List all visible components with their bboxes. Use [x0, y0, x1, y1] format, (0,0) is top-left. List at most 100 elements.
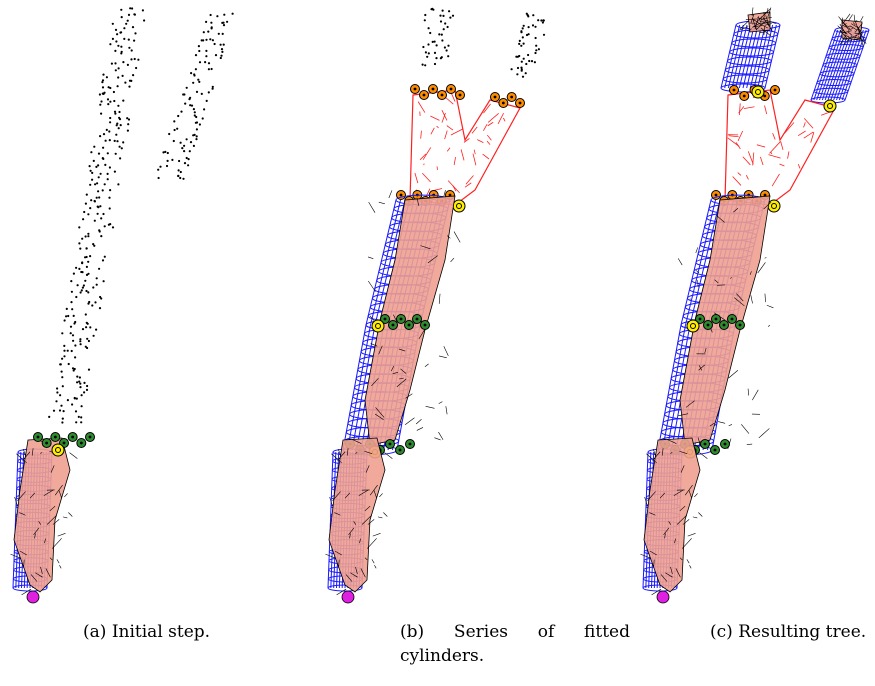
- scan-point: [183, 162, 187, 165]
- scan-point: [542, 33, 546, 36]
- surface-edge: [378, 201, 385, 205]
- scan-point: [78, 226, 81, 229]
- caption-c-prefix: (c): [710, 622, 733, 642]
- surface-edge: [854, 20, 858, 22]
- scan-point: [128, 79, 132, 82]
- junction-marker-center: [398, 448, 402, 452]
- scan-point: [70, 301, 73, 304]
- scan-point: [48, 415, 51, 418]
- scan-point: [74, 320, 77, 324]
- scan-point: [91, 304, 94, 307]
- junction-marker-center: [763, 94, 767, 98]
- scan-point: [165, 164, 169, 168]
- scan-point: [80, 394, 83, 397]
- scan-point: [101, 189, 104, 192]
- surface-edge: [860, 16, 864, 22]
- surface-edge: [373, 490, 377, 498]
- scan-point: [189, 104, 192, 107]
- branch-edge: [441, 112, 446, 123]
- branch-left-tip: [738, 7, 777, 37]
- surface-edge: [754, 18, 759, 30]
- scan-point: [205, 99, 208, 102]
- scan-point: [61, 417, 64, 420]
- branch-edge: [732, 176, 742, 186]
- surface-edge: [670, 452, 673, 454]
- surface-edge: [680, 465, 685, 473]
- scan-point: [515, 55, 518, 58]
- surface-edge: [43, 489, 54, 496]
- branch-edge: [487, 113, 499, 123]
- surface-edge: [750, 295, 753, 304]
- seed-marker-inner: [755, 89, 761, 95]
- scan-point: [541, 21, 544, 24]
- scan-point: [133, 13, 136, 16]
- cylinder-generator: [689, 199, 721, 326]
- surface-edge: [839, 35, 847, 45]
- scan-point: [106, 152, 109, 155]
- branch-edge: [737, 130, 744, 142]
- surface-edge: [758, 428, 770, 439]
- surface-edge: [54, 484, 63, 496]
- scan-point: [120, 45, 123, 48]
- scan-point: [522, 42, 525, 45]
- junction-marker-center: [408, 442, 412, 446]
- caption-b: (b) Series of fitted cylinders.: [400, 620, 630, 668]
- branch-edge: [759, 156, 764, 166]
- scan-point: [83, 391, 86, 394]
- scan-point: [87, 213, 90, 216]
- scan-point: [187, 158, 190, 161]
- surface-edge: [379, 493, 383, 498]
- surface-edge: [438, 355, 447, 359]
- scan-point: [71, 334, 75, 337]
- surface-edge: [56, 559, 60, 564]
- surface-edge: [747, 28, 752, 31]
- scan-point: [52, 409, 56, 412]
- surface-edge: [368, 201, 376, 213]
- scan-point: [85, 265, 88, 268]
- scan-point: [106, 172, 109, 175]
- junction-marker-center: [763, 193, 767, 197]
- surface-edge: [733, 207, 739, 213]
- scan-point: [104, 163, 107, 166]
- scan-point: [421, 63, 424, 66]
- scan-point: [185, 138, 188, 141]
- scan-point: [135, 66, 138, 70]
- surface-edge: [68, 512, 73, 517]
- scan-point: [85, 247, 88, 250]
- scan-point: [441, 9, 444, 12]
- surface-edge: [841, 23, 847, 27]
- scan-point: [105, 128, 108, 131]
- scan-point: [81, 328, 85, 331]
- surface-edge: [768, 324, 771, 327]
- junction-marker-center: [415, 317, 419, 321]
- surface-edge: [19, 512, 26, 516]
- scan-point: [126, 19, 129, 22]
- scan-point: [141, 9, 144, 12]
- scan-point: [198, 80, 201, 83]
- scan-point: [187, 164, 190, 167]
- scan-point: [202, 39, 205, 42]
- branch-edge: [473, 149, 476, 155]
- scan-point: [185, 156, 188, 160]
- surface-edge: [857, 26, 863, 34]
- scan-point: [89, 326, 92, 329]
- surface-edge: [684, 484, 693, 496]
- scan-point: [431, 40, 434, 44]
- scan-point: [81, 237, 84, 240]
- panel-b-figure: [325, 7, 546, 604]
- root-marker: [26, 590, 40, 604]
- surface-edge: [666, 439, 677, 444]
- junction-marker-center: [399, 193, 403, 197]
- scan-point: [122, 141, 125, 144]
- junction-marker-center: [773, 88, 777, 92]
- branch-edge: [463, 138, 470, 143]
- surface-edge: [420, 245, 431, 250]
- scan-point: [83, 381, 86, 384]
- cylinder-generator: [836, 29, 861, 101]
- caption-b-word-3: fitted: [584, 622, 630, 642]
- junction-marker-center: [449, 87, 453, 91]
- surface-edge: [709, 422, 715, 427]
- scan-point: [195, 138, 198, 141]
- scan-point: [204, 61, 207, 64]
- scan-point: [119, 157, 122, 160]
